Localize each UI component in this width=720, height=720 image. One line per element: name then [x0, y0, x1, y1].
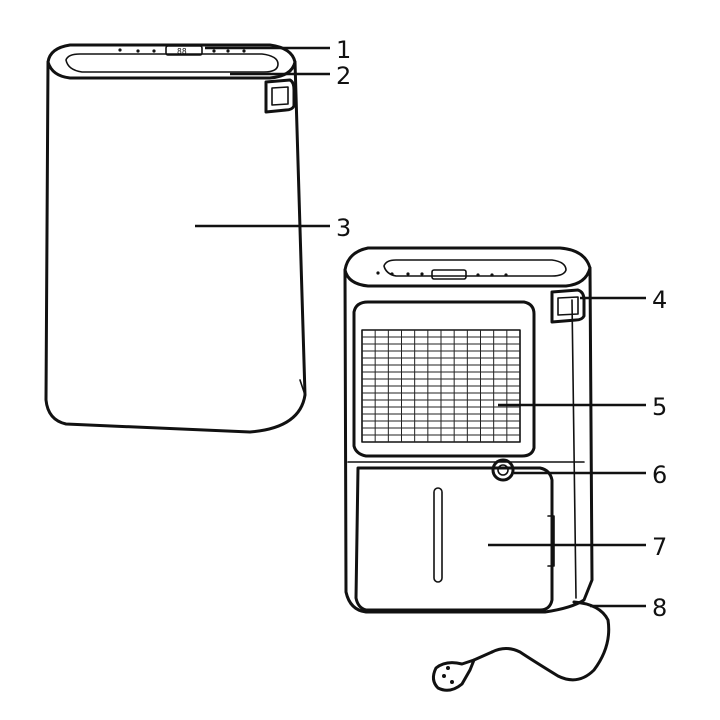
water-level-indicator	[491, 458, 515, 482]
callout-5: 5	[652, 393, 667, 421]
front-side-handle	[550, 288, 586, 324]
rear-unit: 88	[44, 43, 307, 434]
display-screen	[165, 45, 203, 56]
control-panel: 88	[118, 45, 246, 56]
callout-2: 2	[336, 62, 351, 90]
power-plug	[431, 658, 476, 692]
display-readout: 88	[177, 47, 187, 56]
rear-unit-top-panel	[65, 53, 279, 73]
callout-8: 8	[652, 594, 667, 622]
front-unit-body	[343, 266, 594, 614]
callout-7: 7	[652, 533, 667, 561]
air-intake-grille	[361, 329, 521, 443]
front-grille-frame	[352, 300, 536, 458]
callout-4: 4	[652, 286, 667, 314]
front-control-panel	[376, 269, 508, 280]
front-unit-top	[343, 246, 592, 288]
rear-unit-body	[44, 60, 307, 434]
callout-6: 6	[652, 461, 667, 489]
callout-3: 3	[336, 214, 351, 242]
callout-1: 1	[336, 36, 351, 64]
front-unit	[343, 246, 611, 692]
water-level-window	[433, 487, 443, 583]
callouts: 1 2 3 4 5 6 7 8	[195, 36, 667, 622]
water-tank	[354, 466, 554, 612]
front-unit-top-panel	[383, 259, 567, 277]
power-cord	[431, 600, 611, 692]
rear-side-handle	[264, 78, 296, 114]
